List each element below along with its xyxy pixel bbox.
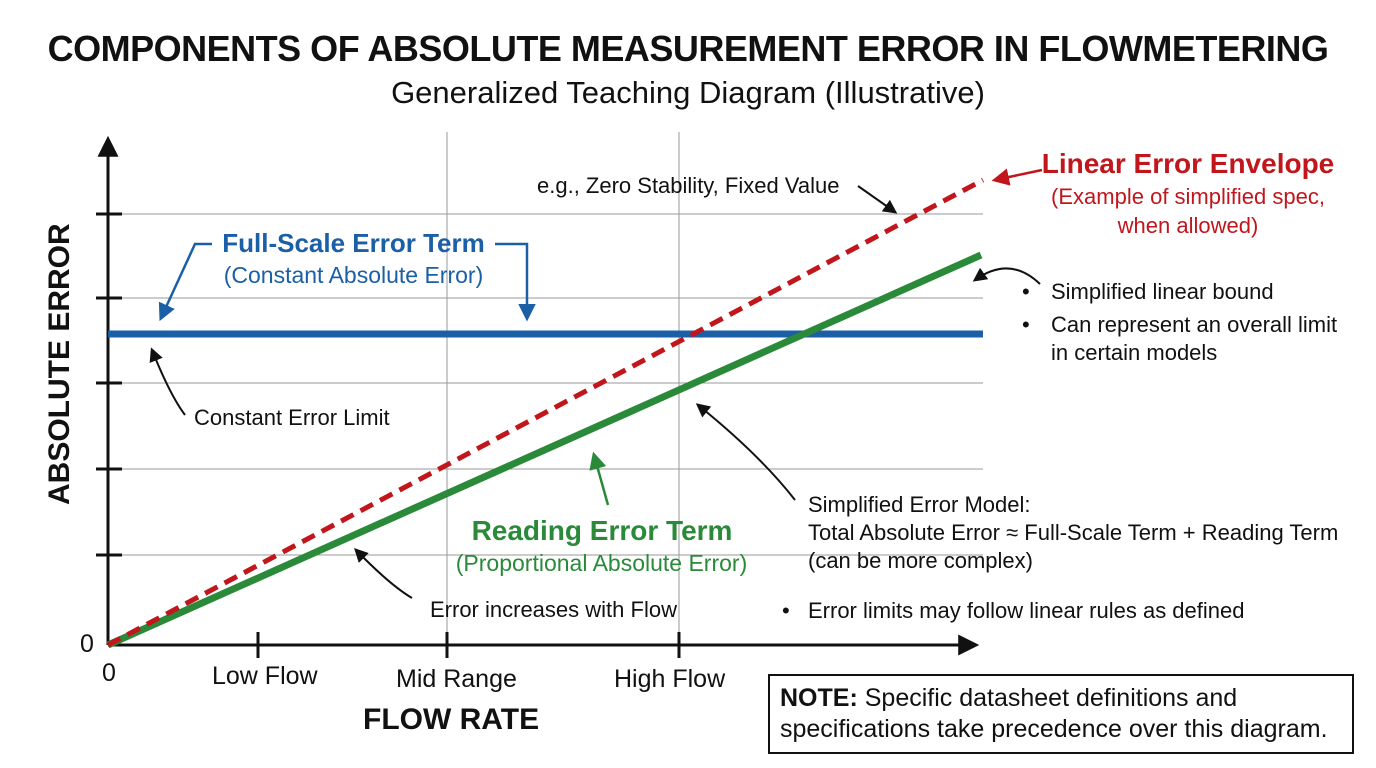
diagram-subtitle: Generalized Teaching Diagram (Illustrati… xyxy=(391,75,985,110)
diagram-title: COMPONENTS OF ABSOLUTE MEASUREMENT ERROR… xyxy=(47,28,1329,69)
model-bullet-marker: • xyxy=(782,598,790,623)
model-equation: Total Absolute Error ≈ Full-Scale Term +… xyxy=(808,520,1339,545)
bound-arrow xyxy=(972,267,1041,285)
note-box: NOTE: Specific datasheet definitions and… xyxy=(768,674,1354,754)
model-caveat: (can be more complex) xyxy=(808,548,1033,573)
bound-bullet-1: Simplified linear bound xyxy=(1051,279,1274,304)
note-label: NOTE: xyxy=(780,684,858,712)
reading-error-line xyxy=(106,251,983,649)
bound-bullet-2: Can represent an overall limit xyxy=(1051,312,1338,337)
bound-bullet-2-cont: in certain models xyxy=(1051,340,1218,365)
full-scale-right-arrow xyxy=(495,242,536,322)
full-scale-left-arrow xyxy=(158,242,212,322)
bound-bullet-1-marker: • xyxy=(1022,279,1030,304)
reading-term-arrow xyxy=(589,451,610,506)
model-arrow xyxy=(695,403,796,501)
full-scale-title: Full-Scale Error Term xyxy=(222,228,485,258)
reading-subtitle: (Proportional Absolute Error) xyxy=(455,550,748,576)
x-tick-high-flow: High Flow xyxy=(614,665,726,693)
constant-error-limit-label: Constant Error Limit xyxy=(194,405,390,430)
full-scale-subtitle: (Constant Absolute Error) xyxy=(223,262,484,288)
reading-title: Reading Error Term xyxy=(471,515,733,546)
model-heading: Simplified Error Model: xyxy=(808,492,1031,517)
x-axis-label: FLOW RATE xyxy=(363,703,540,736)
note-text-line1: Specific datasheet definitions and xyxy=(864,684,1238,712)
model-bullet: Error limits may follow linear rules as … xyxy=(808,598,1245,623)
increase-arrow xyxy=(354,547,413,599)
bound-bullet-2-marker: • xyxy=(1022,312,1030,337)
y-zero-label: 0 xyxy=(80,630,94,658)
x-tick-low-flow: Low Flow xyxy=(212,662,318,690)
y-axis-label: ABSOLUTE ERROR xyxy=(43,223,76,505)
note-text-line2: specifications take precedence over this… xyxy=(780,715,1328,743)
envelope-subtitle-line2: when allowed) xyxy=(1117,213,1259,238)
y-ticks xyxy=(96,212,122,557)
error-increases-label: Error increases with Flow xyxy=(430,597,677,622)
x-zero-label: 0 xyxy=(102,659,116,687)
constant-limit-arrow xyxy=(149,347,186,416)
x-ticks xyxy=(256,632,681,658)
zero-stability-label: e.g., Zero Stability, Fixed Value xyxy=(537,173,840,198)
linear-error-envelope-line xyxy=(106,177,985,648)
envelope-title: Linear Error Envelope xyxy=(1041,148,1335,179)
zero-stability-arrow xyxy=(857,185,898,214)
envelope-arrow xyxy=(991,168,1043,186)
x-tick-mid-range: Mid Range xyxy=(396,665,517,693)
envelope-subtitle-line1: (Example of simplified spec, xyxy=(1051,184,1325,209)
